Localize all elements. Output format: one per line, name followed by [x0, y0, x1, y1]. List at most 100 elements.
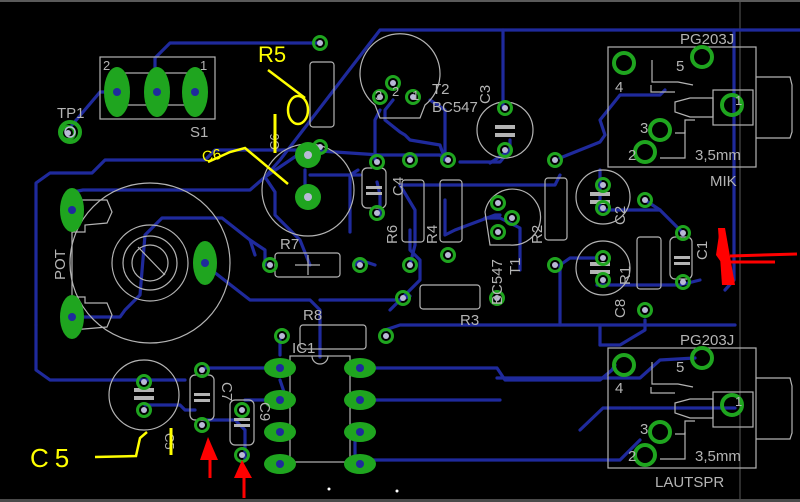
pot-ring	[111, 224, 189, 302]
trace	[153, 41, 322, 94]
label-r6: R6	[384, 225, 401, 244]
jack-pad	[648, 420, 672, 444]
r3-outline	[419, 284, 481, 310]
trace	[318, 228, 422, 302]
label-ic1: IC1	[292, 340, 315, 357]
via-pad	[402, 257, 418, 273]
jack-pad	[612, 51, 636, 75]
traces	[34, 28, 800, 462]
via-pad	[385, 75, 401, 91]
via-pad	[675, 225, 691, 241]
via-pad	[595, 200, 611, 216]
via-pad	[440, 247, 456, 263]
via-pad	[274, 328, 290, 344]
label-r4: R4	[424, 225, 441, 244]
r8-outline	[299, 324, 367, 350]
trace	[348, 168, 360, 234]
via-pad	[369, 154, 385, 170]
trace	[398, 183, 417, 267]
label-r3: R3	[460, 312, 479, 329]
trace	[353, 363, 617, 382]
label-t1-type: BC547	[489, 259, 506, 305]
c1-outline	[669, 236, 693, 280]
ic1-outline	[289, 355, 351, 463]
via-pad	[595, 250, 611, 266]
jack-lautspr-name: LAUTSPR	[655, 474, 724, 491]
via-pad	[402, 152, 418, 168]
jack-mik-plug	[756, 76, 793, 139]
jack-lautspr-pin2: 2	[628, 448, 636, 465]
label-c3: C3	[477, 85, 494, 104]
trace	[263, 175, 312, 267]
via-pad	[395, 290, 411, 306]
via-pad	[675, 274, 691, 290]
jack-pad	[720, 93, 744, 117]
label-t1: T1	[507, 257, 524, 275]
annotations: R5 C6 C5	[30, 42, 798, 498]
t2-outline	[359, 33, 441, 119]
trace	[66, 148, 447, 195]
pot-outline	[69, 182, 231, 344]
via-pad	[637, 192, 653, 208]
r4-outline	[439, 179, 463, 243]
window-top-border	[0, 0, 800, 2]
label-c2: C2	[612, 206, 629, 225]
label-tp1: TP1	[57, 105, 85, 122]
jack-pad	[612, 353, 636, 377]
label-r8: R8	[303, 307, 322, 324]
trace	[34, 323, 187, 382]
jack-pad	[633, 443, 657, 467]
pot-ring	[131, 244, 169, 282]
via-pad	[369, 205, 385, 221]
via-pad	[378, 328, 394, 344]
via-pad	[490, 224, 506, 240]
trace	[483, 216, 522, 272]
via-pad	[547, 257, 563, 273]
jack-mik-name: MIK	[710, 173, 737, 190]
via-pad	[352, 257, 368, 273]
via-pad	[637, 302, 653, 318]
via-pad	[489, 290, 505, 306]
label-c9: C9	[256, 402, 273, 421]
via-pad	[497, 142, 513, 158]
label-t2-pin2: 2	[392, 84, 399, 99]
trace	[383, 98, 447, 162]
trace	[383, 323, 737, 332]
trace	[428, 98, 447, 162]
label-r7: R7	[280, 236, 299, 253]
jack-pad	[690, 346, 714, 370]
label-pot: POT	[52, 249, 69, 280]
trace	[598, 168, 662, 212]
testpoint-pad	[58, 120, 82, 144]
label-t2: T2	[432, 81, 450, 98]
annotation-c5: C5	[30, 443, 75, 473]
via-pad	[595, 177, 611, 193]
label-s1-pin1: 1	[200, 58, 207, 73]
jack-mik-pin2: 2	[628, 147, 636, 164]
c8-outline	[575, 240, 631, 296]
jack-lautspr-pin3: 3	[640, 421, 648, 438]
r2-outline	[544, 177, 568, 241]
trace	[143, 403, 197, 412]
via-pad	[547, 152, 563, 168]
jack-mik-pin1: 1	[735, 93, 742, 108]
label-r1: R1	[617, 266, 634, 285]
label-c7: C7	[218, 382, 235, 401]
jack-lautspr-plug	[756, 377, 793, 440]
trace	[263, 28, 800, 179]
jack-mik-type: PG203J	[680, 31, 734, 48]
jack-lautspr-type: PG203J	[680, 332, 734, 349]
label-c8: C8	[612, 299, 629, 318]
s1-outline	[99, 56, 216, 120]
via-pad	[372, 89, 388, 105]
label-s1-pin2: 2	[103, 58, 110, 73]
annotation-arrow-c9	[234, 460, 252, 498]
annotation-arrow-c1	[716, 228, 798, 285]
trace	[388, 294, 412, 312]
jack-mik-pin3: 3	[640, 120, 648, 137]
via-pad	[405, 89, 421, 105]
trace	[66, 216, 257, 319]
c5-outline	[108, 359, 180, 431]
annotation-c6: C6	[201, 146, 223, 166]
